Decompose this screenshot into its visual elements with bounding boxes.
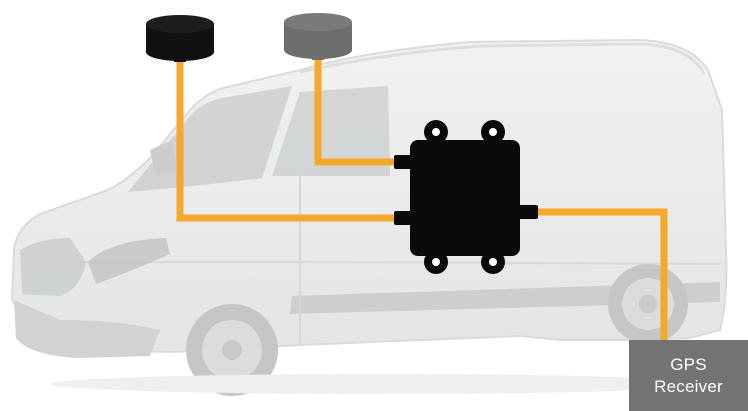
gps-receiver-line2: Receiver [654, 376, 723, 398]
connector-right [518, 205, 538, 219]
device-body [410, 140, 520, 256]
junction-box-icon [394, 120, 538, 274]
gps-receiver-line1: GPS [670, 354, 707, 376]
puck-antenna-icon [284, 13, 352, 60]
antenna-primary [146, 15, 214, 62]
van-rear-wheel [608, 264, 688, 344]
gps-receiver-label: GPS Receiver [629, 340, 748, 411]
connector-left-bottom [394, 211, 412, 225]
connector-left-top [394, 155, 412, 169]
puck-antenna-icon [146, 15, 214, 62]
van-ground-shadow [50, 374, 710, 394]
antenna-secondary [284, 13, 352, 60]
device [394, 120, 538, 274]
